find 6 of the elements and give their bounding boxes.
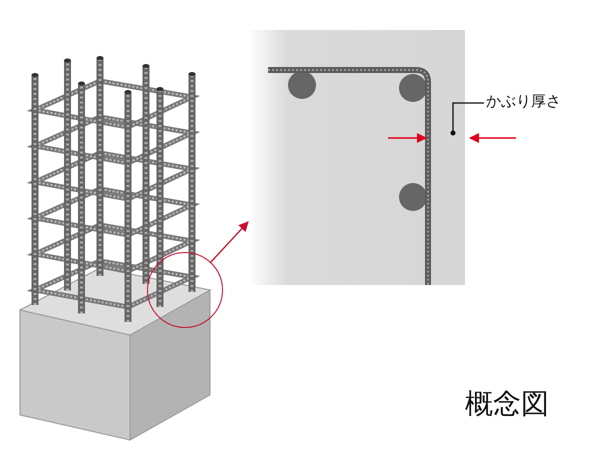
arrow [210, 221, 249, 263]
cover-thickness-label: かぶり厚さ [486, 92, 561, 111]
caption-text: 概念図 [465, 386, 549, 422]
detail-inset [248, 30, 465, 285]
magnifier-circle [147, 252, 223, 328]
leader-line [450, 102, 484, 136]
